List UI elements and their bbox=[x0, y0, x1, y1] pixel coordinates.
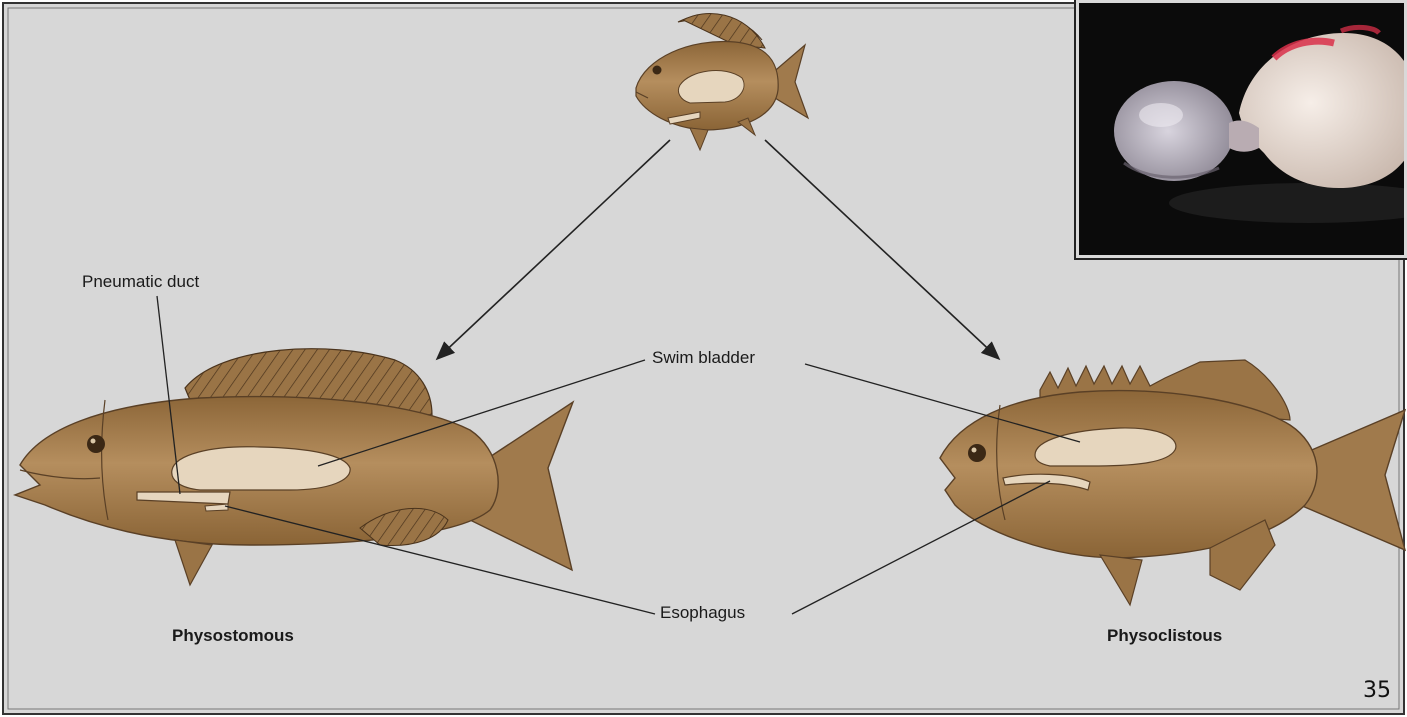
page-number: 35 bbox=[1363, 678, 1391, 703]
physoclistous-label: Physoclistous bbox=[1107, 626, 1222, 646]
physostomous-label: Physostomous bbox=[172, 626, 294, 646]
pneumatic-duct-label: Pneumatic duct bbox=[82, 272, 199, 292]
swim-bladder-photo bbox=[1076, 0, 1407, 258]
esophagus-label: Esophagus bbox=[660, 603, 745, 623]
swim-bladder-label: Swim bladder bbox=[652, 348, 755, 368]
